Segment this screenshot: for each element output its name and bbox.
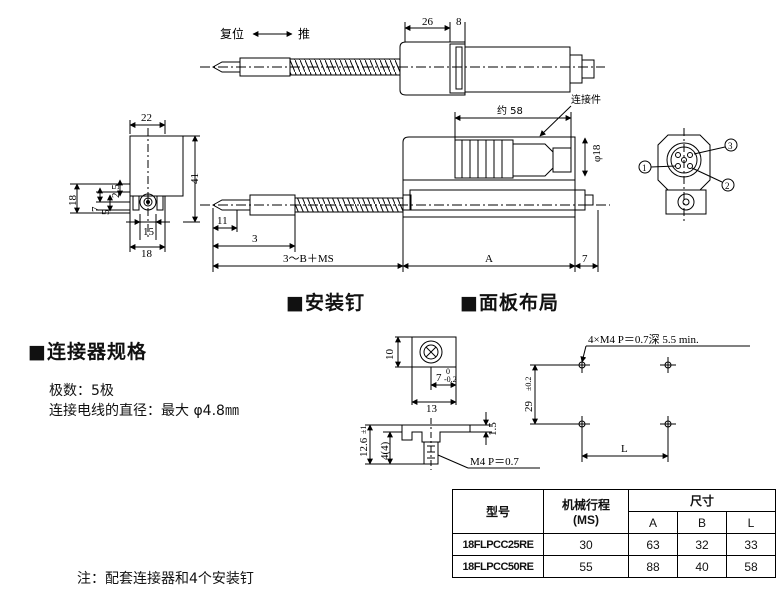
connector-end-view: 1 3 2 [638,128,738,222]
cell-ms: 30 [543,533,629,556]
pin-1: 1 [642,163,647,173]
cell-model: 18FLPCC50RE [452,555,544,578]
dim-5: 5 [100,209,112,215]
dim-10: 10 [384,349,396,361]
dim-7-tol: 7 [436,372,442,384]
dim-1-5: 1.5 [487,422,499,436]
header-size: 尺寸 [628,489,776,512]
dim-11: 11 [217,215,228,227]
pin-3: 3 [728,141,733,151]
col-b: B [677,511,727,534]
dim-2-5: 2.5 [110,184,122,198]
label-push: 推 [298,27,310,41]
dim-29: 29 [523,401,535,413]
cell-a: 88 [628,555,678,578]
cell-b: 32 [677,533,727,556]
connector-wire-diameter: 连接电线的直径：最大 φ4.8㎜ [49,403,239,419]
cell-l: 58 [726,555,776,578]
heading-connector-spec: ■连接器规格 [28,341,147,363]
header-stroke: 机械行程 (MS) [543,489,629,534]
header-model: 型号 [452,489,544,534]
dim-3: 3 [252,233,258,245]
dim-15: 15 [143,226,155,238]
tol-lower: -0.2 [444,375,457,384]
cell-l: 33 [726,533,776,556]
tol-upper: 0 [446,367,450,376]
dim-7: 7 [90,206,102,212]
top-sensor-view: 复位 推 26 8 [200,16,605,96]
pin-2: 2 [725,181,730,191]
dim-L: L [621,443,628,455]
cell-ms: 55 [543,555,629,578]
label-connector-part: 连接件 [571,93,601,106]
col-a: A [628,511,678,534]
dim-8: 8 [456,16,462,28]
main-side-view: 约 58 连接件 φ18 11 3 3～B＋MS A 7 [200,93,610,272]
dim-12-6: 12.6 [358,437,370,457]
label-m4: M4 P＝0.7 [470,456,519,468]
dim-29-tol: ±0.2 [524,377,533,391]
heading-panel-layout: ■面板布局 [460,292,559,314]
header-stroke-label: 机械行程 [561,498,610,512]
dim-about-58: 约 58 [497,104,523,117]
dim-12-6-tol: ±1 [359,426,368,434]
mount-pin-drawing: 10 7 0 -0.2 13 12.6 ±1 4(4) [358,336,540,470]
label-reset: 复位 [220,26,244,41]
connector-poles: 极数：5极 [49,383,114,399]
dim-A: A [485,253,493,265]
dim-26: 26 [422,16,434,28]
dim-phi18: φ18 [591,144,603,162]
model-table: 型号 机械行程 (MS) 尺寸 A B L 18FLPCC25RE 30 63 … [452,489,776,578]
dim-22: 22 [141,112,152,124]
cell-a: 63 [628,533,678,556]
dim-4-4: 4(4) [379,441,391,460]
heading-mount-pin: ■安装钉 [286,292,365,314]
cell-b: 40 [677,555,727,578]
dim-18-side: 18 [67,195,79,207]
header-stroke-unit: (MS) [573,513,599,527]
col-l: L [726,511,776,534]
dim-3-b-ms: 3～B＋MS [283,253,334,265]
end-view-left: 22 41 18 7 5 2.5 15 [67,112,201,260]
dim-7-right: 7 [582,253,588,265]
dim-41: 41 [189,173,201,184]
panel-layout-drawing: 4×M4 P＝0.7深 5.5 min. 29 ±0.2 L [523,333,750,462]
table-row: 18FLPCC25RE 30 63 32 33 [452,533,776,556]
cell-model: 18FLPCC25RE [452,533,544,556]
dim-13: 13 [426,403,438,415]
dim-18-bottom: 18 [141,248,153,260]
panel-spec: 4×M4 P＝0.7深 5.5 min. [588,333,699,346]
note-accessories: 注：配套连接器和4个安装钉 [77,571,254,587]
table-row: 18FLPCC50RE 55 88 40 58 [452,555,776,578]
